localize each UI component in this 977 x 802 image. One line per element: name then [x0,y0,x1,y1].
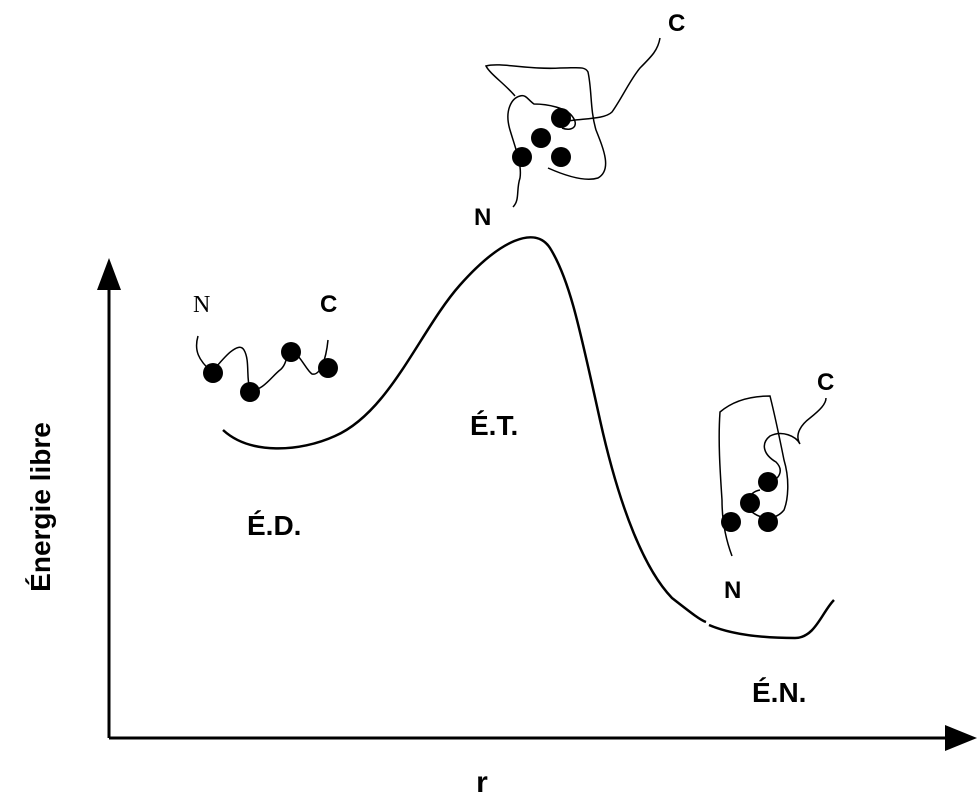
denatured-state-label: É.D. [247,510,301,541]
y-axis-title: Énergie libre [25,422,56,592]
residue-dot [240,382,260,402]
native-state-label: É.N. [752,677,806,708]
residue-dot [758,472,778,492]
denatured-c-terminus-label: C [320,291,337,318]
x-axis-arrowhead [945,725,977,751]
x-axis-title: r [476,766,488,799]
transition-c-terminus-label: C [668,10,685,37]
x-axis [109,725,977,751]
native-protein-chain [718,395,827,557]
free-energy-curve [222,236,707,624]
free-energy-curve-tail [708,599,835,640]
denatured-n-terminus-label: N [193,292,210,318]
residue-dot [551,147,571,167]
transition-state-label: É.T. [470,410,518,441]
native-c-terminus-label: C [817,369,834,396]
residue-dot [551,108,571,128]
residue-dot [318,358,338,378]
y-axis-arrowhead [97,258,121,290]
residue-dot [281,342,301,362]
residue-dot [203,363,223,383]
residue-dot [531,128,551,148]
residue-dot [512,147,532,167]
transition-n-terminus-label: N [474,204,491,231]
residue-dot [740,493,760,513]
transition-protein-chain [484,37,661,208]
y-axis [97,258,121,738]
residue-dot [758,512,778,532]
denatured-protein-chain [195,335,338,402]
residue-dot [721,512,741,532]
native-n-terminus-label: N [724,577,741,604]
